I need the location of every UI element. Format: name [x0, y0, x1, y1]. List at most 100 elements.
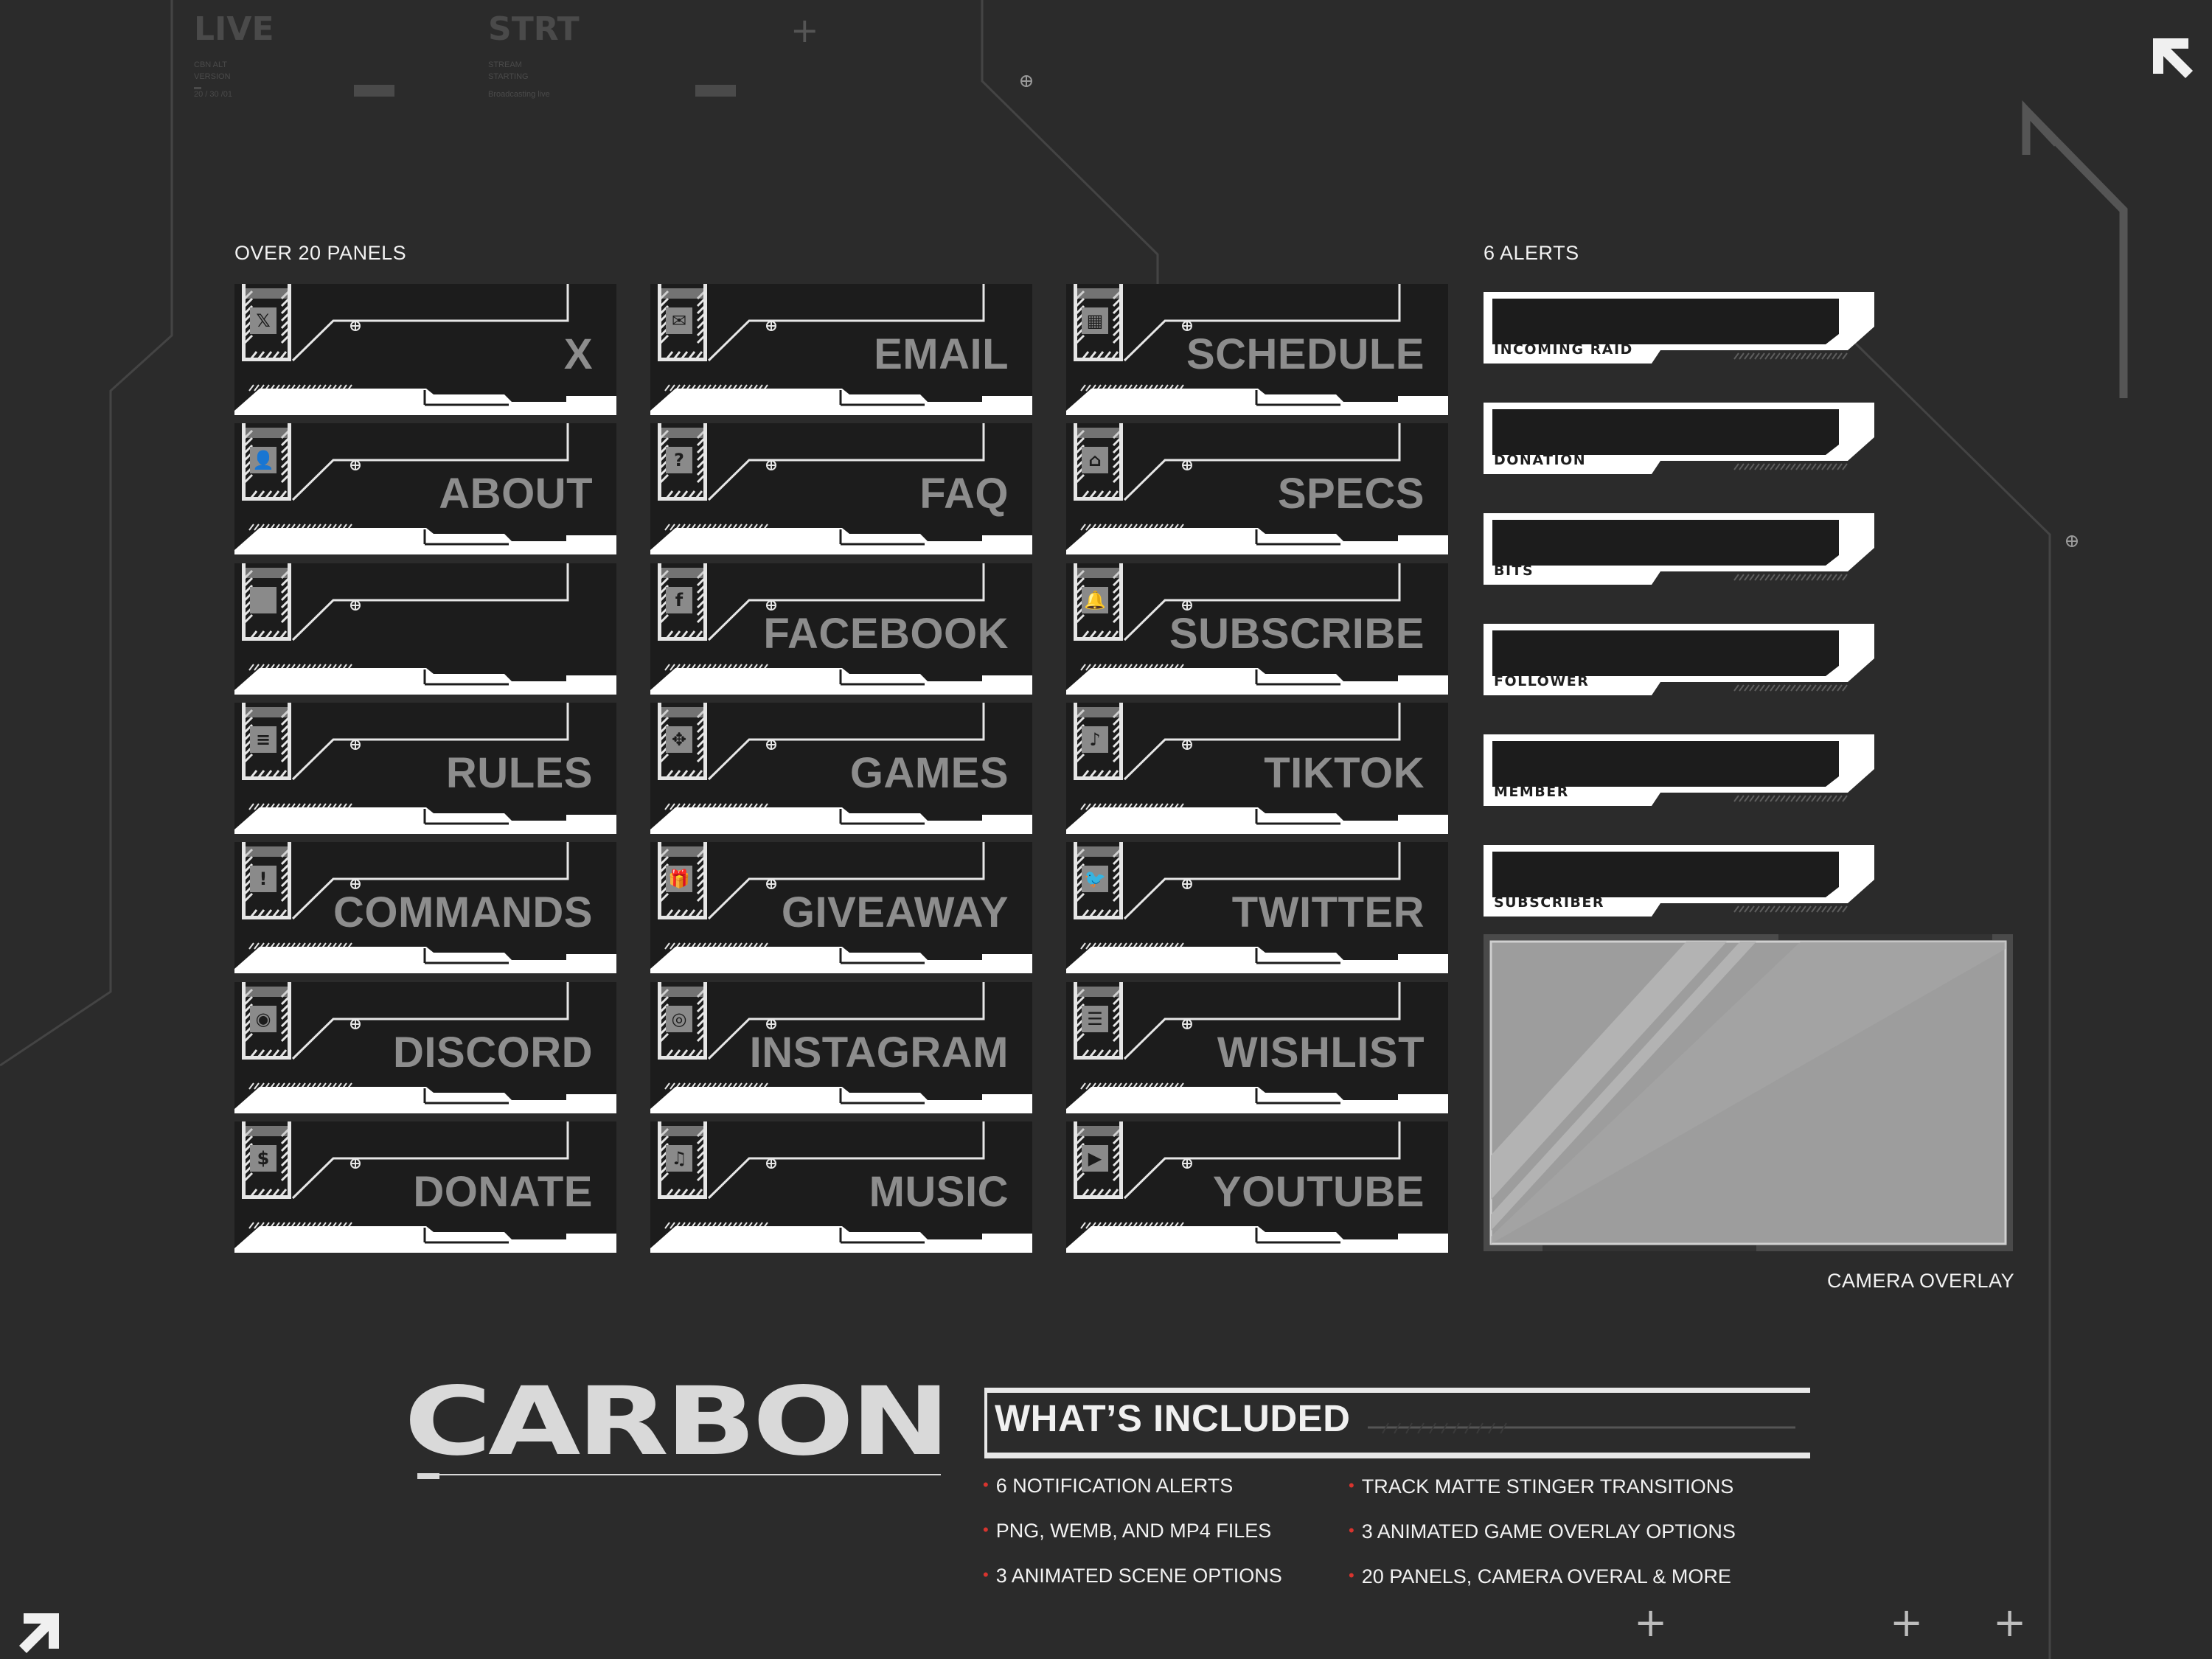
included-item: 20 PANELS, CAMERA OVERAL & MORE — [1349, 1565, 1731, 1588]
document-icon: ≡ — [250, 726, 276, 753]
ghost-live-line3: 20 / 30 /01 — [194, 90, 232, 99]
panel-title: TWITTER — [1231, 888, 1425, 936]
ghost-strt-line2: STARTING — [488, 72, 529, 81]
blank-icon — [250, 587, 276, 613]
panel-title: DISCORD — [393, 1029, 593, 1077]
alert-label: DONATION — [1494, 452, 1587, 468]
mouse-icon: ⌂ — [1082, 447, 1108, 473]
bell-icon: 🔔 — [1082, 587, 1108, 613]
included-item: PNG, WEMB, AND MP4 FILES — [983, 1520, 1272, 1543]
tiktok-icon: ♪ — [1082, 726, 1108, 753]
music-note-icon: ♫ — [666, 1145, 692, 1172]
panel-title: FAQ — [919, 470, 1009, 518]
facebook-icon: f — [666, 587, 692, 613]
alert-subscriber: SUBSCRIBER — [1484, 843, 1874, 919]
panel-discord: ◉ DISCORD — [234, 982, 616, 1113]
gift-icon: 🎁 — [666, 866, 692, 892]
ghost-strt-meta: STREAM STARTING Broadcasting live — [488, 59, 550, 100]
alert-label: INCOMING RAID — [1494, 341, 1633, 358]
carbon-logo: CARBON — [404, 1367, 950, 1486]
panel-title: WISHLIST — [1217, 1029, 1425, 1077]
ghost-strt-line3: Broadcasting live — [488, 90, 550, 99]
discord-icon: ◉ — [250, 1006, 276, 1032]
panel-schedule: ▦ SCHEDULE — [1066, 284, 1448, 415]
money-bag-icon: $ — [250, 1145, 276, 1172]
panel-instagram: ◎ INSTAGRAM — [650, 982, 1032, 1113]
ghost-strt-line1: STREAM — [488, 60, 522, 69]
panel-giveaway: 🎁 GIVEAWAY — [650, 842, 1032, 973]
ghost-live-line1: CBN ALT — [194, 60, 228, 69]
panel-title: RULES — [445, 749, 593, 797]
panel-title: INSTAGRAM — [749, 1029, 1009, 1077]
panel-title: TIKTOK — [1264, 749, 1425, 797]
panel-x: 𝕏 X — [234, 284, 616, 415]
alert-member: MEMBER — [1484, 732, 1874, 809]
panel-title: SCHEDULE — [1186, 330, 1425, 378]
ghost-plus-icon: + — [790, 10, 819, 50]
panel-title: ABOUT — [439, 470, 593, 518]
panel-title: EMAIL — [874, 330, 1009, 378]
panel-title: YOUTUBE — [1212, 1168, 1425, 1216]
panel-title: SUBSCRIBE — [1169, 610, 1425, 658]
panel-title: COMMANDS — [333, 888, 593, 936]
calendar-icon: ▦ — [1082, 307, 1108, 334]
panel-email: ✉ EMAIL — [650, 284, 1032, 415]
panel-music: ♫ MUSIC — [650, 1121, 1032, 1253]
exclamation-icon: ! — [250, 866, 276, 892]
panel-about: 👤 ABOUT — [234, 423, 616, 554]
plus-marker-icon: + — [1890, 1599, 1924, 1646]
included-title: WHAT’S INCLUDED — [995, 1397, 1351, 1439]
camera-overlay — [1484, 933, 2013, 1253]
alert-donation: DONATION — [1484, 400, 1874, 477]
alert-label: BITS — [1494, 563, 1534, 579]
panel-subscribe: 🔔 SUBSCRIBE — [1066, 563, 1448, 695]
carbon-logo-text: CARBON — [404, 1379, 947, 1477]
panel-specs: ⌂ SPECS — [1066, 423, 1448, 554]
plus-marker-icon: + — [1634, 1599, 1668, 1646]
panel-rules: ≡ RULES — [234, 703, 616, 834]
alert-bits: BITS — [1484, 511, 1874, 588]
panel-games: ✥ GAMES — [650, 703, 1032, 834]
gamepad-icon: ✥ — [666, 726, 692, 753]
ghost-live-title: LIVE — [194, 10, 274, 48]
alert-incoming-raid: INCOMING RAID — [1484, 290, 1874, 366]
panel-title: DONATE — [413, 1168, 593, 1216]
included-item: 6 NOTIFICATION ALERTS — [983, 1475, 1234, 1498]
panel-title: MUSIC — [869, 1168, 1009, 1216]
panel-wishlist: ☰ WISHLIST — [1066, 982, 1448, 1113]
alerts-section-label: 6 ALERTS — [1484, 242, 1579, 264]
panel-title: X — [563, 330, 593, 378]
envelope-icon: ✉ — [666, 307, 692, 334]
panel-faq: ? FAQ — [650, 423, 1032, 554]
panel-donate: $ DONATE — [234, 1121, 616, 1253]
included-header: WHAT’S INCLUDED — [984, 1388, 1810, 1458]
youtube-icon: ▶ — [1082, 1145, 1108, 1172]
panel-title: GIVEAWAY — [781, 888, 1009, 936]
list-icon: ☰ — [1082, 1006, 1108, 1032]
included-item: 3 ANIMATED SCENE OPTIONS — [983, 1565, 1282, 1587]
panel-tiktok: ♪ TIKTOK — [1066, 703, 1448, 834]
panel-title: GAMES — [849, 749, 1009, 797]
panel-title: SPECS — [1277, 470, 1425, 518]
included-item: TRACK MATTE STINGER TRANSITIONS — [1349, 1475, 1734, 1498]
ghost-live-line2: VERSION — [194, 72, 231, 81]
plus-marker-icon: + — [1993, 1599, 2027, 1646]
camera-overlay-label: CAMERA OVERLAY — [1827, 1270, 2015, 1292]
included-item: 3 ANIMATED GAME OVERLAY OPTIONS — [1349, 1520, 1736, 1543]
alert-label: FOLLOWER — [1494, 673, 1590, 689]
person-icon: 👤 — [250, 447, 276, 473]
twitter-bird-icon: 🐦 — [1082, 866, 1108, 892]
ghost-live-meta: CBN ALT VERSION 20 / 30 /01 — [194, 59, 232, 100]
question-bubble-icon: ? — [666, 447, 692, 473]
alert-label: SUBSCRIBER — [1494, 894, 1605, 911]
alert-label: MEMBER — [1494, 784, 1569, 800]
panel-twitter: 🐦 TWITTER — [1066, 842, 1448, 973]
panel-commands: ! COMMANDS — [234, 842, 616, 973]
panel-facebook: f FACEBOOK — [650, 563, 1032, 695]
instagram-icon: ◎ — [666, 1006, 692, 1032]
ghost-strt-title: STRT — [488, 10, 580, 48]
panel-youtube: ▶ YOUTUBE — [1066, 1121, 1448, 1253]
alert-follower: FOLLOWER — [1484, 622, 1874, 698]
panel-blank — [234, 563, 616, 695]
